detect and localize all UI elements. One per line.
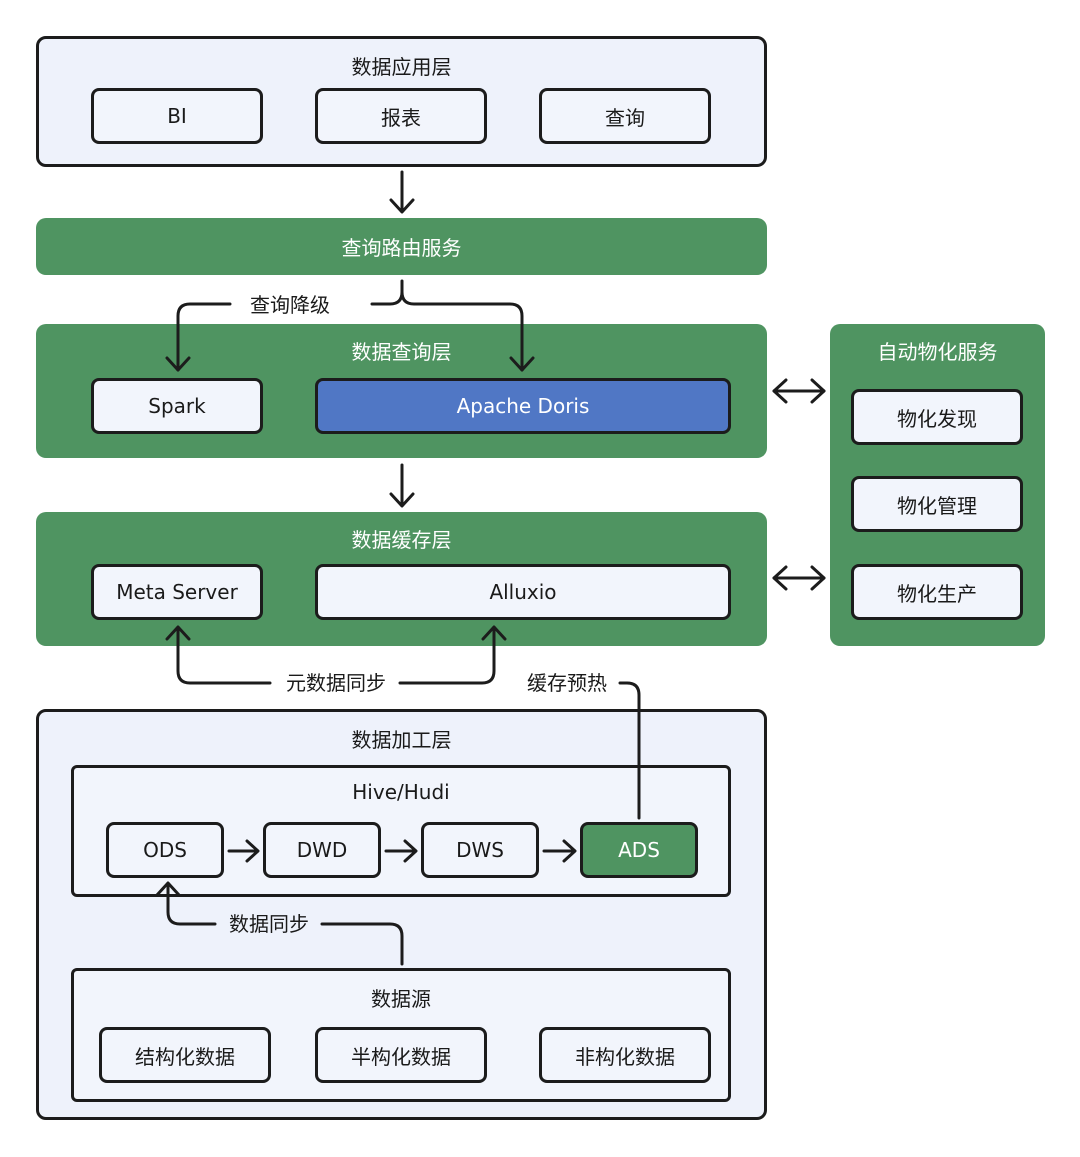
ads-box[interactable]: ADS [580,822,698,878]
meta-server-box[interactable]: Meta Server [91,564,263,620]
dws-box[interactable]: DWS [421,822,539,878]
bi-label: BI [167,104,187,128]
apache-doris-label: Apache Doris [456,394,590,418]
ods-box[interactable]: ODS [106,822,224,878]
structured-data-box[interactable]: 结构化数据 [99,1027,271,1083]
hive-hudi-title: Hive/Hudi [352,780,450,804]
data-sync-arrow [155,881,404,966]
data-processing-layer-title: 数据加工层 [351,728,452,752]
data-source-title: 数据源 [371,987,431,1011]
meta-sync-label: 元数据同步 [276,670,396,696]
report-box[interactable]: 报表 [315,88,487,144]
query-fallback-arrow [165,279,535,372]
data-cache-layer-title: 数据缓存层 [351,528,452,552]
doris-materialize-double-arrow [772,378,826,404]
bi-box[interactable]: BI [91,88,263,144]
query-label: 查询 [605,105,645,130]
alluxio-box[interactable]: Alluxio [315,564,731,620]
semi-structured-data-box[interactable]: 半构化数据 [315,1027,487,1083]
dws-label: DWS [456,838,504,862]
query-box[interactable]: 查询 [539,88,711,144]
dwd-box[interactable]: DWD [263,822,381,878]
spark-box[interactable]: Spark [91,378,263,434]
materialize-discover-label: 物化发现 [897,406,977,431]
spark-label: Spark [148,394,206,418]
data-application-layer-title: 数据应用层 [351,55,452,79]
dwd-dws-arrow [384,839,418,863]
ads-label: ADS [618,838,660,862]
dwd-label: DWD [296,838,348,862]
materialize-discover-box[interactable]: 物化发现 [851,389,1023,445]
materialize-manage-label: 物化管理 [897,493,977,518]
alluxio-label: Alluxio [489,580,557,604]
structured-data-label: 结构化数据 [135,1044,235,1069]
query-router-title: 查询路由服务 [341,236,462,260]
unstructured-data-label: 非构化数据 [575,1044,675,1069]
cache-warm-label: 缓存预热 [517,670,617,696]
materialize-produce-label: 物化生产 [897,581,977,606]
unstructured-data-box[interactable]: 非构化数据 [539,1027,711,1083]
ods-dwd-arrow [227,839,260,863]
report-label: 报表 [381,105,421,130]
meta-server-label: Meta Server [116,580,238,604]
query-router-service[interactable]: 查询路由服务 [36,218,767,275]
ods-label: ODS [143,838,187,862]
data-sync-label: 数据同步 [219,911,319,937]
meta-sync-arrow [165,625,272,685]
semi-structured-data-label: 半构化数据 [351,1044,451,1069]
materialize-produce-box[interactable]: 物化生产 [851,564,1023,620]
query-fallback-label: 查询降级 [240,292,340,318]
dws-ads-arrow [542,839,577,863]
query-to-cache-arrow [389,463,415,508]
apache-doris-box[interactable]: Apache Doris [315,378,731,434]
data-query-layer-title: 数据查询层 [351,340,452,364]
auto-materialize-title: 自动物化服务 [877,340,998,364]
cache-warm-arrow [398,625,641,820]
cache-materialize-double-arrow [772,565,826,591]
materialize-manage-box[interactable]: 物化管理 [851,476,1023,532]
app-to-router-arrow [389,170,415,214]
